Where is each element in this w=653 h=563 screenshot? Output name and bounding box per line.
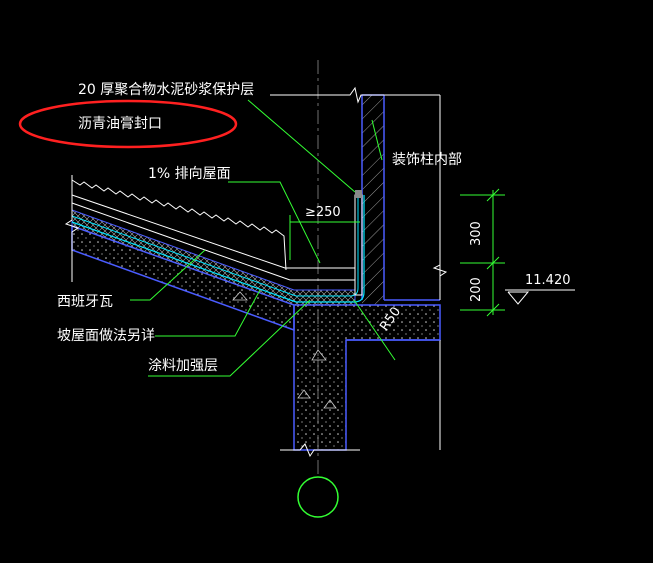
axis-bubble	[297, 476, 339, 518]
leader-lines	[130, 99, 396, 377]
highlight-ellipse	[18, 99, 238, 149]
concrete-beam	[232, 291, 441, 458]
dimension-lines	[289, 188, 505, 317]
label-asphalt-seal: 沥青油膏封口	[78, 116, 162, 132]
label-mortar-layer: 20 厚聚合物水泥砂浆保护层	[78, 82, 255, 98]
label-column-interior: 装饰柱内部	[392, 152, 462, 168]
dim-min-width: ≥250	[305, 205, 341, 220]
label-spanish-tile: 西班牙瓦	[57, 294, 113, 310]
label-slope: 1% 排向屋面	[148, 166, 231, 182]
dim-height-lower: 200	[469, 277, 484, 302]
dim-height-upper: 300	[469, 221, 484, 246]
roof-slab	[64, 175, 365, 332]
label-coating: 涂料加强层	[148, 358, 218, 374]
elevation-symbol	[505, 289, 575, 305]
label-roof-practice: 坡屋面做法另详	[57, 328, 155, 344]
dim-elevation: 11.420	[525, 273, 571, 288]
